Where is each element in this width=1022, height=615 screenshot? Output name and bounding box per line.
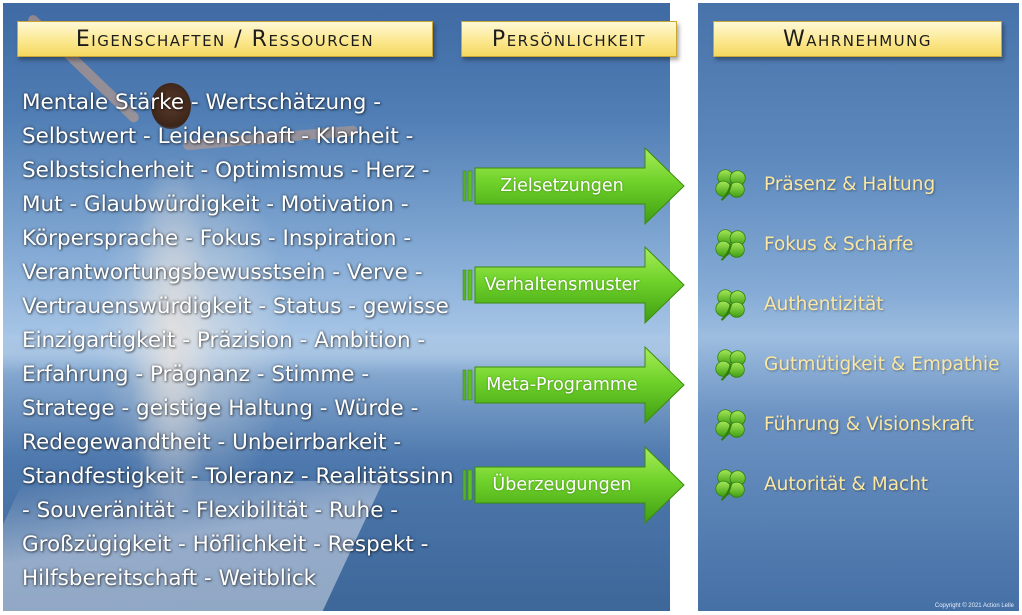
four-leaf-clover-icon bbox=[714, 468, 747, 502]
perception-label: Führung & Visionskraft bbox=[764, 413, 975, 435]
perception-label: Fokus & Schärfe bbox=[764, 233, 914, 255]
perception-item: Authentizität bbox=[712, 284, 1012, 324]
perception-label: Gutmütigkeit & Empathie bbox=[764, 353, 1000, 375]
four-leaf-clover-icon bbox=[714, 228, 747, 262]
four-leaf-clover-icon bbox=[714, 168, 747, 202]
four-leaf-clover-icon bbox=[714, 288, 747, 322]
four-leaf-clover-icon bbox=[714, 408, 747, 442]
four-leaf-clover-icon bbox=[714, 348, 747, 382]
resources-list: Mentale Stärke - Wertschätzung - Selbstw… bbox=[22, 90, 454, 591]
perception-item: Fokus & Schärfe bbox=[712, 224, 1012, 264]
arrow-label-meta-programs: Meta-Programme bbox=[486, 375, 638, 395]
arrow-label-behavior: Verhaltensmuster bbox=[484, 275, 640, 295]
arrow-meta-programs: Meta-Programme bbox=[459, 345, 687, 425]
personality-header: Persönlichkeit bbox=[461, 21, 677, 57]
arrow-label-goals: Zielsetzungen bbox=[500, 176, 624, 196]
perception-item: Gutmütigkeit & Empathie bbox=[712, 344, 1012, 384]
perception-header: Wahrnehmung bbox=[713, 21, 1002, 57]
arrow-beliefs: Überzeugungen bbox=[459, 445, 687, 525]
woman-figure bbox=[111, 73, 241, 611]
arrow-behavior: Verhaltensmuster bbox=[459, 245, 687, 325]
arrow-label-beliefs: Überzeugungen bbox=[492, 475, 632, 495]
perception-panel bbox=[698, 3, 1019, 611]
perception-label: Präsenz & Haltung bbox=[764, 173, 936, 195]
background-photo-panel bbox=[3, 3, 670, 611]
perception-item: Führung & Visionskraft bbox=[712, 404, 1012, 444]
perception-item: Präsenz & Haltung bbox=[712, 164, 1012, 204]
perception-label: Authentizität bbox=[764, 293, 884, 315]
perception-label: Autorität & Macht bbox=[764, 473, 929, 495]
resources-header: Eigenschaften / Ressourcen bbox=[17, 21, 433, 57]
arrow-goals: Zielsetzungen bbox=[459, 146, 687, 226]
perception-item: Autorität & Macht bbox=[712, 464, 1012, 504]
woman-head bbox=[151, 83, 191, 129]
copyright-notice: Copyright © 2021 Action Lelle bbox=[934, 603, 1014, 609]
